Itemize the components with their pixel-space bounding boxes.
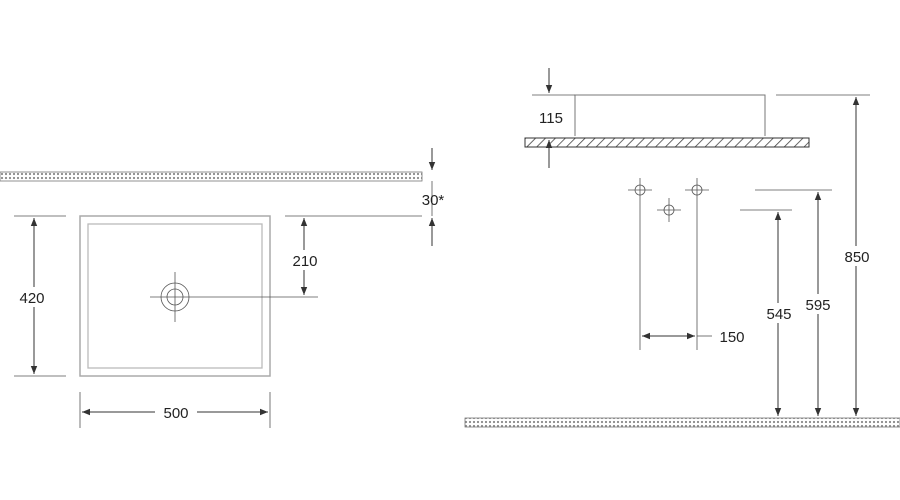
wall-offset-label: 30* [422, 192, 445, 209]
drain-offset-dimension: 210 [200, 215, 422, 298]
plan-view: 420 500 210 30* [0, 148, 444, 428]
side-view: 115 150 545 [464, 68, 900, 428]
drain-height-label: 545 [766, 306, 791, 323]
drain-height-dimension: 545 [740, 209, 798, 416]
tap-spacing-dimension: 150 [642, 329, 745, 346]
tap-right-symbol [685, 178, 709, 350]
rim-height-label: 115 [539, 110, 563, 127]
tap-height-dimension: 595 [755, 189, 838, 416]
basin-inner-outline [87, 223, 263, 369]
width-label: 500 [163, 405, 188, 422]
width-dimension: 500 [79, 392, 271, 428]
drain-symbol [150, 272, 200, 322]
counter-slab [524, 137, 810, 148]
floor-strip [464, 417, 900, 428]
total-height-dimension: 850 [776, 94, 876, 416]
depth-label: 420 [19, 290, 44, 307]
drain-outlet-symbol [657, 198, 681, 222]
countertop-strip [0, 171, 423, 182]
drain-offset-label: 210 [292, 253, 317, 270]
tap-height-label: 595 [805, 297, 830, 314]
depth-dimension: 420 [14, 215, 66, 377]
rim-height-dimension: 115 [532, 68, 575, 168]
tap-left-symbol [628, 178, 652, 350]
tap-spacing-label: 150 [719, 329, 744, 346]
total-height-label: 850 [844, 249, 869, 266]
side-basin-outline [574, 94, 766, 136]
wall-offset-dimension: 30* [422, 148, 445, 246]
